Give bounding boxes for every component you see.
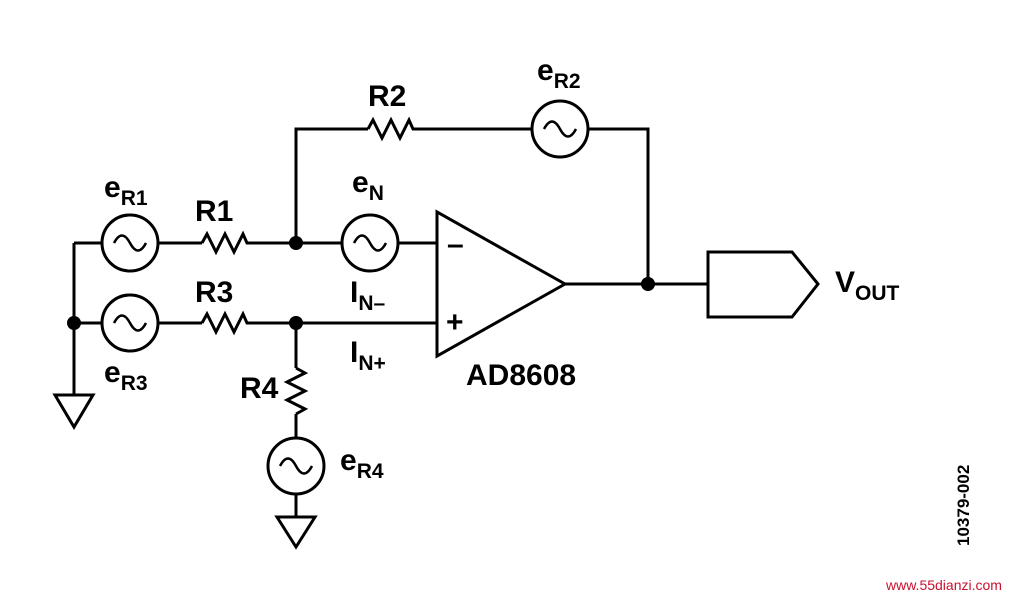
- label-er1: eR1: [104, 171, 148, 210]
- resistor-r3: [200, 310, 252, 336]
- watermark: www.55dianzi.com: [885, 577, 1002, 593]
- label-er2: eR2: [537, 54, 581, 93]
- opamp-plus-sign: +: [446, 306, 464, 339]
- resistor-r1: [200, 230, 252, 256]
- label-in-minus: IN–: [350, 276, 386, 315]
- noise-source-er1: [100, 213, 160, 273]
- resistor-r2: [366, 116, 418, 142]
- junction-inverting-node: [289, 236, 303, 250]
- wire-feedback-right: [588, 127, 650, 284]
- noise-source-er2: [530, 99, 590, 159]
- junction-ground-bus: [67, 316, 81, 330]
- label-r4: R4: [240, 372, 279, 405]
- ground-symbol-r4: [274, 515, 318, 550]
- output-terminal: [706, 250, 820, 319]
- label-vout: VOUT: [835, 266, 900, 305]
- ground-symbol-left: [52, 393, 96, 430]
- label-r3: R3: [195, 276, 233, 309]
- figure-id: 10379-002: [954, 465, 973, 546]
- label-er4: eR4: [340, 444, 384, 483]
- label-er3: eR3: [104, 356, 148, 395]
- noise-source-er3: [100, 293, 160, 353]
- opamp-minus-sign: –: [447, 228, 464, 261]
- label-en: eN: [352, 166, 384, 205]
- junction-output-node: [641, 277, 655, 291]
- label-r2: R2: [368, 80, 406, 113]
- label-r1: R1: [195, 195, 233, 228]
- wires: [72, 127, 708, 517]
- opamp-triangle: [435, 209, 569, 359]
- wire-feedback-left: [294, 127, 368, 243]
- junction-noninverting-node: [289, 316, 303, 330]
- noise-source-er4: [266, 436, 326, 496]
- label-in-plus: IN+: [350, 336, 386, 375]
- opamp-part-label: AD8608: [466, 359, 576, 392]
- noise-source-en: [340, 213, 400, 273]
- resistor-r4: [283, 366, 309, 416]
